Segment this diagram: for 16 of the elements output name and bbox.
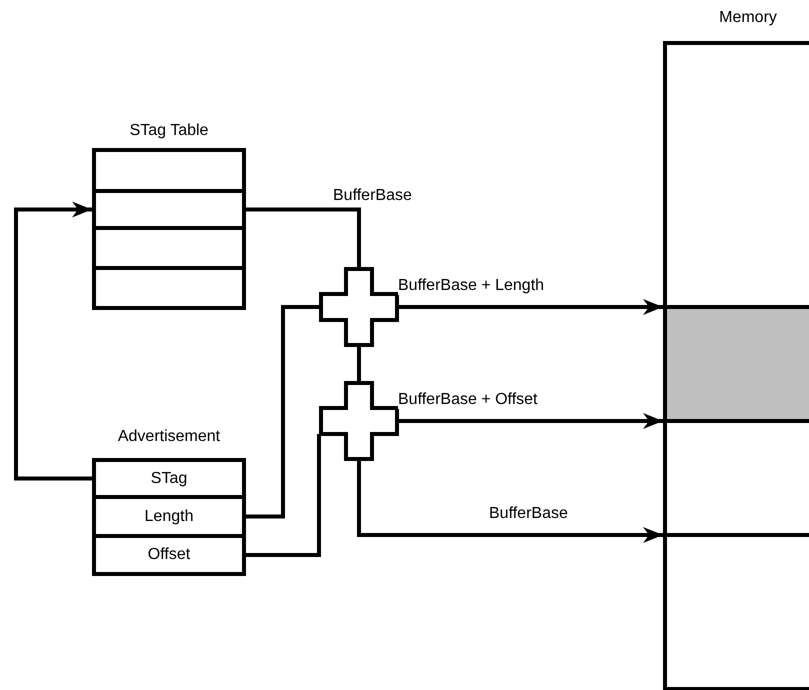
- connector-line: [246, 208, 361, 267]
- heading-text: Memory: [719, 9, 777, 27]
- heading-text: STag Table: [130, 122, 208, 140]
- arrow: [14, 202, 92, 480]
- arrow: [357, 461, 663, 543]
- connector-line: [357, 347, 361, 381]
- field-label: STag: [150, 470, 188, 488]
- edge-label: BufferBase + Length: [398, 277, 544, 295]
- connector-line: [246, 434, 321, 557]
- connector-line: [246, 305, 319, 518]
- edge-label: BufferBase + Offset: [398, 391, 538, 409]
- field-label: Length: [144, 508, 194, 526]
- field-label: Offset: [148, 546, 190, 564]
- heading-text: Advertisement: [118, 428, 220, 446]
- arrow: [399, 299, 663, 315]
- arrow: [399, 413, 663, 429]
